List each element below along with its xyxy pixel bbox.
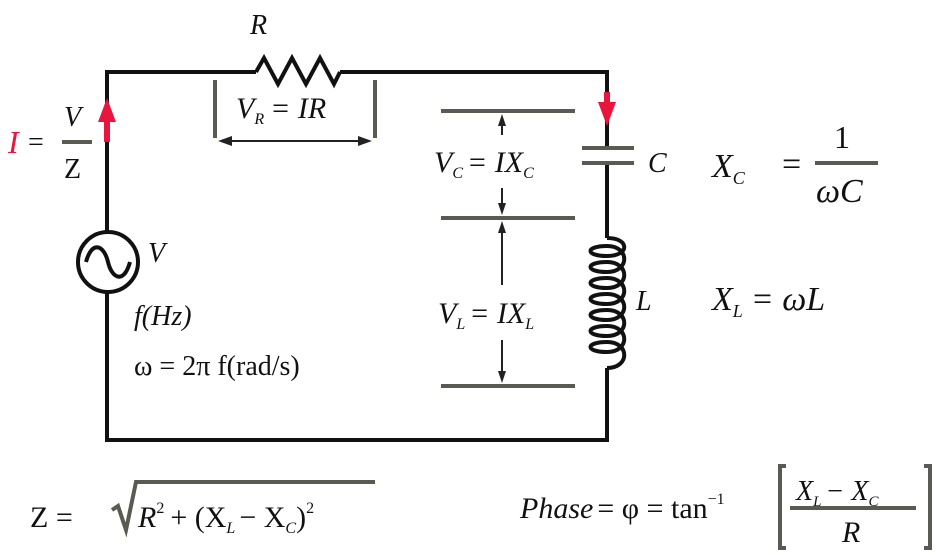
impedance-equation: Z = R2+ (XL− XC)2 <box>30 480 375 538</box>
vr-equation: VR= IR <box>236 92 326 128</box>
capacitor-label: C <box>648 148 667 179</box>
svg-text:I: I <box>7 124 20 160</box>
current-arrow-down-icon <box>598 92 616 126</box>
svg-text:XL− XC: XL− XC <box>795 476 879 510</box>
svg-text:ωC: ωC <box>816 173 863 210</box>
xl-equation: XL= ωL <box>710 281 825 321</box>
resistor-label: R <box>249 10 267 41</box>
xc-equation: XC = 1 ωC <box>710 119 878 210</box>
svg-text:=: = <box>28 127 44 158</box>
resistor-symbol <box>254 53 342 89</box>
svg-text:R2+ (XL− XC)2: R2+ (XL− XC)2 <box>137 500 314 537</box>
ac-source-symbol <box>76 230 140 294</box>
svg-text:=: = <box>782 146 801 183</box>
inductor-label: L <box>635 286 652 317</box>
frequency-label: f(Hz) <box>134 301 192 332</box>
phase-equation: Phase= φ = tan−1 XL− XC R <box>519 464 932 550</box>
svg-text:Z =: Z = <box>30 501 73 534</box>
source-voltage-label: V <box>148 238 168 269</box>
circuit-wire <box>105 70 609 442</box>
svg-text:Phase= φ = tan−1: Phase= φ = tan−1 <box>519 491 725 525</box>
voltage-guides <box>441 109 575 388</box>
svg-text:1: 1 <box>834 119 850 155</box>
current-equation: I = V Z <box>7 102 92 185</box>
capacitor-symbol <box>582 146 634 165</box>
svg-text:V: V <box>64 102 84 133</box>
current-arrow-up-icon <box>98 98 116 142</box>
svg-text:R: R <box>841 516 860 549</box>
vl-equation: VL= IXL <box>438 297 534 333</box>
vr-bracket <box>213 80 377 146</box>
inductor-symbol <box>588 236 627 370</box>
svg-text:XC: XC <box>710 148 746 188</box>
omega-label: ω = 2π f(rad/s) <box>134 351 300 382</box>
svg-text:Z: Z <box>64 154 81 185</box>
vc-equation: VC= IXC <box>434 146 534 182</box>
